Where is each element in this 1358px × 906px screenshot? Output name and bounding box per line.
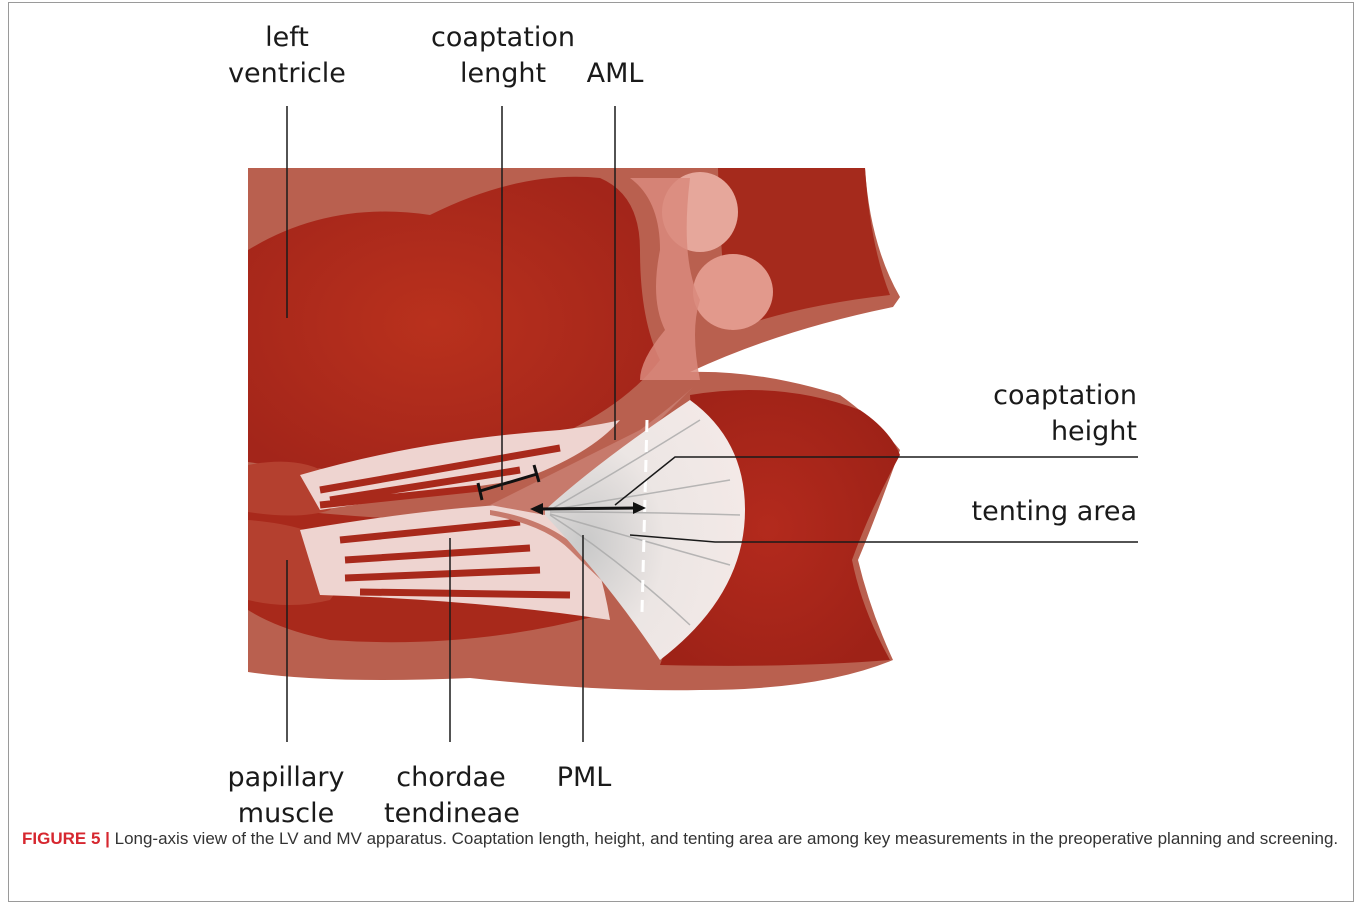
label-aml: AML: [582, 56, 648, 92]
aortic-cusp-lower: [693, 254, 773, 330]
label-chordae-tendineae: chordae tendineae: [384, 760, 518, 832]
label-pml: PML: [552, 760, 616, 796]
label-coaptation-height: coaptation height: [985, 378, 1137, 450]
label-coaptation-length: coaptation lenght: [430, 20, 576, 92]
caption-text: Long-axis view of the LV and MV apparatu…: [110, 829, 1338, 848]
tenting-arrow: [538, 508, 638, 509]
figure-id: FIGURE 5 |: [22, 829, 110, 848]
label-left-ventricle: left ventricle: [228, 20, 346, 92]
label-tenting-area: tenting area: [960, 494, 1137, 530]
label-papillary-muscle: papillary muscle: [222, 760, 350, 832]
figure-caption: FIGURE 5 | Long-axis view of the LV and …: [22, 826, 1340, 851]
